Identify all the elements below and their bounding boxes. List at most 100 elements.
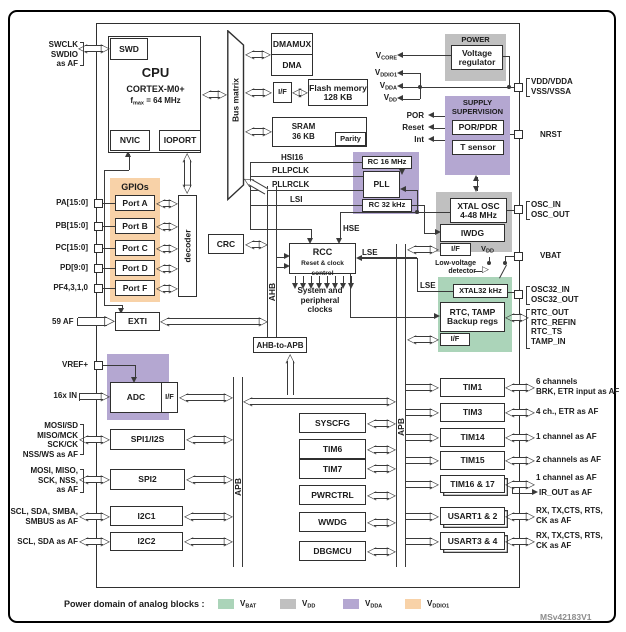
supply-title: SUPPLY SUPERVISION [451, 98, 504, 116]
port-c-block: Port C [115, 240, 155, 256]
spi2-pins-label: MOSI, MISO, SCK, NSS, as AF [30, 466, 78, 494]
arrow-shaft [162, 245, 172, 252]
rtc-block: RTC, TAMP Backup regs [440, 302, 505, 332]
portf-arrow: ◁▷ [156, 282, 178, 295]
ir-out-annotation: IR_OUT as AF [539, 488, 593, 497]
lse-label: LSE [362, 248, 378, 257]
arrow-shaft [373, 548, 390, 555]
arrowhead: ◁ [292, 85, 302, 99]
arrow-shaft [511, 384, 529, 391]
pin-pd [94, 263, 103, 273]
tim3-feed-arrow: ▷ [406, 406, 439, 419]
syscfg-block: SYSCFG [299, 413, 366, 433]
adc-apb-arrow: ◁▷ [179, 391, 233, 404]
arrowhead [331, 283, 338, 289]
pwrctrl-apb-arrow: ◁▷ [367, 489, 396, 502]
junction-dot [418, 85, 422, 89]
apb-bus-left [233, 377, 243, 567]
portb-arrow: ◁▷ [156, 220, 178, 233]
swd-pins-label: SWCLK SWDIO as AF [48, 40, 78, 68]
wire [327, 276, 329, 284]
legend-title: Power domain of analog blocks : [64, 599, 205, 609]
arrowhead [336, 238, 342, 244]
pin-pb [94, 221, 103, 231]
wire [423, 205, 425, 233]
wire [311, 276, 313, 284]
arrowhead: ◁ [79, 509, 89, 523]
swd-bus-arrow: ◁▷ [78, 42, 110, 55]
arrow-shaft [190, 513, 227, 520]
wire [432, 127, 445, 129]
system-clocks-label: System and peripheral clocks [297, 286, 343, 314]
wire [432, 139, 445, 141]
arrow-shaft [406, 384, 433, 391]
arrowhead: ▷ [429, 405, 439, 419]
pb-pins-label: PB[15:0] [55, 221, 88, 230]
wire [128, 154, 130, 170]
arrowhead: ▷ [429, 430, 439, 444]
rtc-if-block: I/F [440, 333, 470, 346]
bracket [526, 78, 530, 97]
vdd-label: VDD [383, 93, 397, 104]
tim14-annotation: 1 channel as AF [536, 432, 597, 441]
arrow-shaft [192, 476, 227, 483]
usart12-pins-arrow: ◁▷ [505, 510, 535, 523]
pin-vref [94, 360, 103, 370]
arrow-shaft [162, 200, 172, 207]
arrowhead: ▷ [168, 219, 178, 233]
bracket [80, 42, 84, 66]
arrow-shaft [183, 159, 191, 188]
arrowhead: ▷ [386, 488, 396, 502]
arrowhead: ◁ [367, 488, 377, 502]
wire [476, 177, 478, 191]
apb-horizontal-arrow: ◁▷ [243, 395, 396, 408]
wire [277, 256, 285, 258]
arrowhead: ▷ [429, 477, 439, 491]
rcc-block [289, 243, 356, 274]
rc16-block: RC 16 MHz [362, 156, 412, 169]
legend-swatch-vddio1 [405, 599, 421, 609]
vbat-pin-label: VBAT [540, 251, 562, 260]
legend-vddio1-label: VDDIO1 [427, 599, 450, 610]
arrowhead: ▷ [168, 196, 178, 210]
arrowhead: ◁ [186, 432, 196, 446]
bridge-apb-arrow: ◁ [284, 354, 298, 395]
port-b-block: Port B [115, 218, 155, 234]
cpu-fmax-label: fmax = 64 MHz [130, 96, 181, 107]
arrowhead: ◁ [156, 196, 166, 210]
wire [416, 258, 418, 291]
arrowhead [397, 52, 403, 58]
ahb-label: AHB [267, 282, 277, 302]
arrowhead: ▷ [525, 380, 535, 394]
arrow-shaft [78, 317, 107, 326]
arrowhead: ◁ [78, 41, 88, 55]
arrowhead: ▷ [223, 472, 233, 486]
vcore-label: VCORE [375, 51, 397, 62]
wwdg-apb-arrow: ◁▷ [367, 516, 396, 529]
arrowhead: ▷ [525, 405, 535, 419]
xtal-osc-block: XTAL OSC 4-48 MHz [450, 198, 507, 223]
decoder-label: decoder [182, 229, 193, 263]
wire [416, 190, 418, 212]
arrowhead: ◁ [245, 124, 255, 138]
arrow-shaft [511, 481, 529, 488]
wire [295, 276, 297, 284]
wire [512, 492, 534, 494]
port-a-block: Port A [115, 195, 155, 211]
wwdg-block: WWDG [299, 512, 366, 532]
arrow-shaft [406, 481, 433, 488]
rcc-title: RCC [312, 247, 333, 257]
dbgmcu-block: DBGMCU [299, 541, 366, 561]
tim15-feed-arrow: ▷ [406, 454, 439, 467]
usart34-pins-arrow: ◁▷ [505, 535, 535, 548]
arrowhead: ▷ [100, 432, 110, 446]
arrow-shaft [85, 513, 104, 520]
arrowhead [435, 229, 441, 235]
usart12-block: USART1 & 2 [440, 507, 505, 525]
rtc-if-apb-arrow: ◁▷ [407, 333, 439, 346]
arrowhead: ▷ [100, 41, 110, 55]
arrowhead: ◁ [505, 310, 515, 324]
arrowhead: ◁ [505, 430, 515, 444]
rc32-block: RC 32 kHz [362, 199, 412, 212]
ioport-block: IOPORT [159, 130, 201, 151]
